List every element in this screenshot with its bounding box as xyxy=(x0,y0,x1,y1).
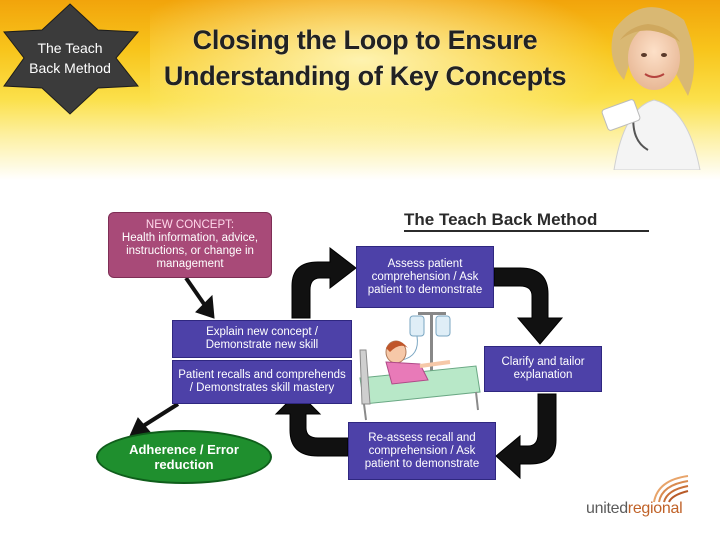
arrow-to-assess-icon xyxy=(291,246,357,319)
new-concept-box: NEW CONCEPT: Health information, advice,… xyxy=(108,212,272,278)
slide-title-line-2: Understanding of Key Concepts xyxy=(163,61,567,91)
reassess-box: Re-assess recall and comprehension / Ask… xyxy=(348,422,496,480)
recall-box: Patient recalls and comprehends / Demons… xyxy=(172,360,352,404)
arrow-to-reassess-icon xyxy=(495,393,557,480)
diagram-title: The Teach Back Method xyxy=(404,210,649,232)
explain-box: Explain new concept / Demonstrate new sk… xyxy=(172,320,352,358)
arrow-recall-to-adherence-icon xyxy=(138,402,180,430)
header-banner xyxy=(0,0,720,180)
united-regional-logo: unitedregional xyxy=(586,500,683,518)
nurse-photo xyxy=(601,7,701,170)
arrow-to-clarify-icon xyxy=(493,267,564,345)
new-concept-text: Health information, advice, instructions… xyxy=(121,232,259,270)
slide-title: Closing the Loop to Ensure Understanding… xyxy=(140,22,590,94)
badge-line-2: Back Method xyxy=(29,60,111,76)
clarify-box: Clarify and tailor explanation xyxy=(484,346,602,392)
slide-title-line-1: Closing the Loop to Ensure xyxy=(192,25,538,55)
logo-arc-icon xyxy=(653,475,689,503)
logo-part-2: regional xyxy=(627,500,683,517)
badge-line-1: The Teach xyxy=(37,40,103,56)
patient-illustration-icon xyxy=(359,312,481,421)
assess-box: Assess patient comprehension / Ask patie… xyxy=(356,246,494,308)
banner-glow xyxy=(150,0,620,150)
badge-text: The Teach Back Method xyxy=(14,38,126,78)
new-concept-heading: NEW CONCEPT: xyxy=(145,219,235,231)
adherence-oval: Adherence / Error reduction xyxy=(96,430,272,484)
logo-part-1: united xyxy=(586,500,628,517)
star-badge-icon xyxy=(3,3,140,115)
arrow-concept-to-explain-icon xyxy=(184,276,206,306)
